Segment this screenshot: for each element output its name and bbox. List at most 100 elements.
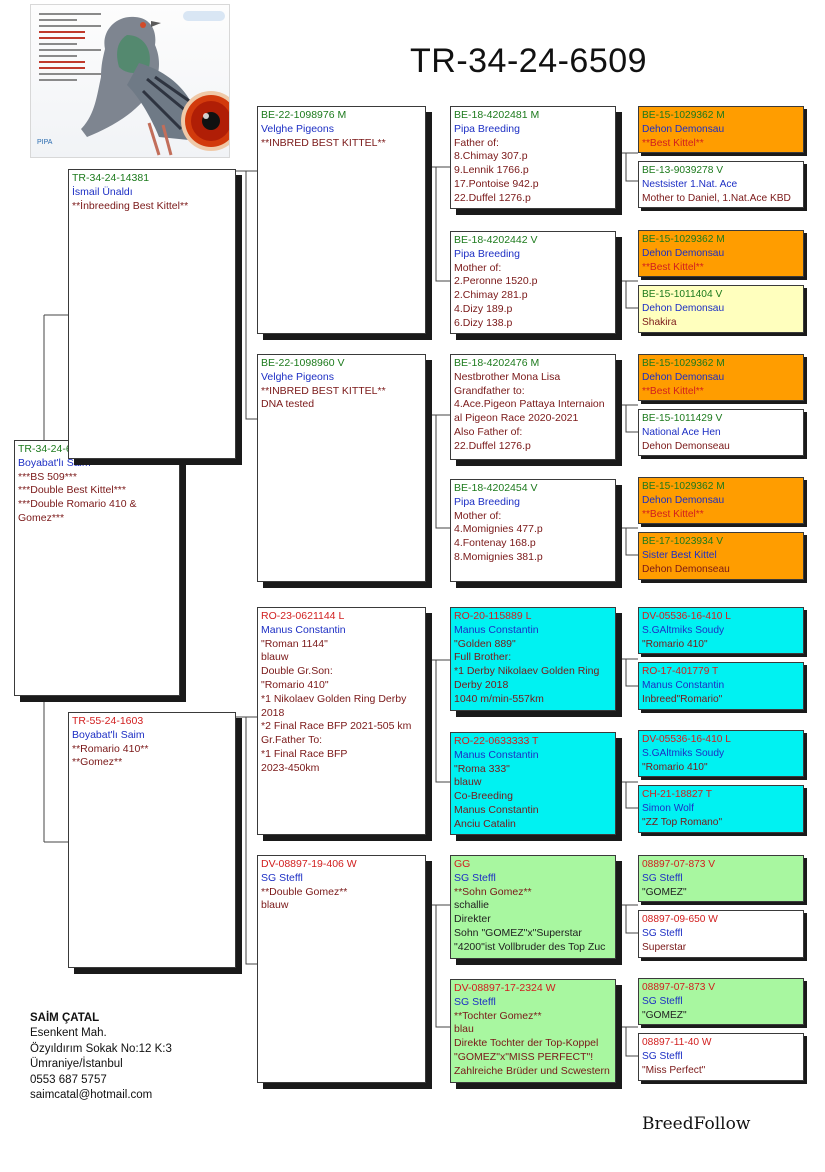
- address-line: Ümraniye/İstanbul: [30, 1058, 123, 1071]
- g5-card-11[interactable]: DV-05536-16-410 L S.GAltmiks Soudy "Roma…: [638, 730, 804, 777]
- note-line: **Best Kittel**: [642, 508, 704, 520]
- note-line: ***BS 509***: [18, 470, 77, 483]
- sds-card[interactable]: BE-18-4202476 M Nestbrother Mona Lisa Gr…: [450, 354, 616, 460]
- breeder: Manus Constantin: [261, 623, 346, 636]
- note-line: blauw: [454, 776, 482, 789]
- ring-number: TR-55-24-1603: [72, 715, 144, 727]
- note-line: Dehon Demonseau: [642, 563, 730, 575]
- breeder: Dehon Demonsau: [642, 123, 725, 135]
- note-line: Dehon Demonseau: [642, 440, 730, 452]
- note-line: Also Father of:: [454, 425, 523, 438]
- photo-logo: [183, 11, 225, 21]
- ring-number: BE-18-4202481 M: [454, 109, 540, 121]
- ring-number: BE-15-1029362 M: [642, 234, 725, 245]
- note-line: 8.Chimay 307.p: [454, 150, 528, 163]
- note-line: Manus Constantin: [454, 803, 539, 816]
- note-line: ***Double Best Kittel***: [18, 484, 126, 497]
- g5-card-3[interactable]: BE-15-1029362 M Dehon Demonsau **Best Ki…: [638, 230, 804, 277]
- breeder: SG Steffl: [454, 995, 496, 1008]
- note-line: Father of:: [454, 136, 499, 149]
- note-line: Superstar: [642, 941, 687, 953]
- g5-card-1[interactable]: BE-15-1029362 M Dehon Demonsau **Best Ki…: [638, 106, 804, 153]
- breeder: Boyabat'lı Saim: [18, 456, 91, 469]
- note-line: 4.Ace.Pigeon Pattaya Internaion al Pigeo…: [454, 398, 605, 425]
- note-line: 6.Dizy 138.p: [454, 316, 513, 329]
- g5-card-10[interactable]: RO-17-401779 T Manus Constantin Inbreed"…: [638, 662, 804, 710]
- breeder: SG Steffl: [642, 995, 683, 1007]
- note-line: 2.Chimay 281.p: [454, 289, 528, 302]
- note-line: *1 Final Race BFP: [261, 747, 348, 760]
- g5-card-16[interactable]: 08897-11-40 W SG Steffl "Miss Perfect": [638, 1033, 804, 1081]
- breeder: SG Steffl: [642, 872, 683, 884]
- dam-sire-card[interactable]: RO-23-0621144 L Manus Constantin "Roman …: [257, 607, 426, 835]
- ring-number: 08897-07-873 V: [642, 859, 716, 870]
- breeder: Manus Constantin: [642, 679, 725, 691]
- dsd-card[interactable]: RO-22-0633333 T Manus Constantin "Roma 3…: [450, 732, 616, 835]
- note-line: blauw: [261, 899, 289, 912]
- breeder: Manus Constantin: [454, 623, 539, 636]
- email-address[interactable]: saimcatal@hotmail.com: [30, 1089, 153, 1102]
- g5-card-9[interactable]: DV-05536-16-410 L S.GAltmiks Soudy "Roma…: [638, 607, 804, 654]
- subject-card[interactable]: TR-34-24-6509 Boyabat'lı Saim ***BS 509*…: [14, 440, 180, 696]
- note-line: Direkte Tochter der Top-Koppel: [454, 1037, 599, 1050]
- note-line: blauw: [261, 651, 289, 664]
- note-line: **Sohn Gomez**: [454, 885, 532, 898]
- sss-card[interactable]: BE-18-4202481 M Pipa Breeding Father of:…: [450, 106, 616, 209]
- note-line: **INBRED BEST KITTEL**: [261, 384, 386, 397]
- note-line: "GOMEZ"x"MISS PERFECT"!: [454, 1050, 594, 1063]
- g5-card-2[interactable]: BE-13-9039278 V Nestsister 1.Nat. Ace Mo…: [638, 161, 804, 208]
- breeder: Dehon Demonsau: [642, 371, 725, 383]
- ring-number: BE-18-4202442 V: [454, 234, 538, 246]
- note-line: **Tochter Gomez**: [454, 1009, 542, 1022]
- note-line: Mother of:: [454, 261, 502, 274]
- dam-card[interactable]: TR-55-24-1603 Boyabat'lı Saim **Romario …: [68, 712, 236, 968]
- note-line: 8.Momignies 381.p: [454, 550, 543, 563]
- g5-card-6[interactable]: BE-15-1011429 V National Ace Hen Dehon D…: [638, 409, 804, 456]
- note-line: **Double Gomez**: [261, 885, 348, 898]
- ring-number: 08897-09-650 W: [642, 914, 718, 925]
- note-line: **Best Kittel**: [642, 261, 704, 273]
- note-line: *1 Nikolaev Golden Ring Derby 2018: [261, 692, 407, 719]
- breeder: Dehon Demonsau: [642, 494, 725, 506]
- ring-number: BE-17-1023934 V: [642, 536, 723, 547]
- g5-card-13[interactable]: 08897-07-873 V SG Steffl "GOMEZ": [638, 855, 804, 902]
- ring-number: BE-18-4202454 V: [454, 482, 538, 494]
- g5-card-7[interactable]: BE-15-1029362 M Dehon Demonsau **Best Ki…: [638, 477, 804, 524]
- ring-number: RO-22-0633333 T: [454, 735, 539, 747]
- g5-card-5[interactable]: BE-15-1029362 M Dehon Demonsau **Best Ki…: [638, 354, 804, 401]
- g5-card-15[interactable]: 08897-07-873 V SG Steffl "GOMEZ": [638, 978, 804, 1025]
- note-line: 9.Lennik 1766.p: [454, 164, 529, 177]
- ring-number: BE-22-1098960 V: [261, 357, 345, 369]
- note-line: "Miss Perfect": [642, 1064, 706, 1076]
- g5-card-12[interactable]: CH-21-18827 T Simon Wolf "ZZ Top Romano": [638, 785, 804, 833]
- note-line: Mother to Daniel, 1.Nat.Ace KBD: [642, 192, 791, 204]
- ring-number: BE-22-1098976 M: [261, 109, 347, 121]
- note-line: **Best Kittel**: [642, 385, 704, 397]
- owner-contact: SAİM ÇATAL Esenkent Mah. Özyıldırım Soka…: [30, 1011, 172, 1103]
- address-line: Esenkent Mah.: [30, 1027, 107, 1040]
- dds-card[interactable]: GG SG Steffl **Sohn Gomez** schallie Dir…: [450, 855, 616, 959]
- dss-card[interactable]: RO-20-115889 L Manus Constantin "Golden …: [450, 607, 616, 711]
- note-line: Shakira: [642, 316, 677, 328]
- sdd-card[interactable]: BE-18-4202454 V Pipa Breeding Mother of:…: [450, 479, 616, 582]
- breeder: SG Steffl: [454, 871, 496, 884]
- breeder: Manus Constantin: [454, 748, 539, 761]
- g5-card-4[interactable]: BE-15-1011404 V Dehon Demonsau Shakira: [638, 285, 804, 333]
- note-line: schallie: [454, 899, 490, 912]
- pedigree-title: TR-34-24-6509: [410, 42, 648, 80]
- sire-card[interactable]: TR-34-24-14381 İsmail Ünaldı **İnbreedin…: [68, 169, 236, 459]
- sire-dam-card[interactable]: BE-22-1098960 V Velghe Pigeons **INBRED …: [257, 354, 426, 582]
- g5-card-14[interactable]: 08897-09-650 W SG Steffl Superstar: [638, 910, 804, 958]
- ssd-card[interactable]: BE-18-4202442 V Pipa Breeding Mother of:…: [450, 231, 616, 334]
- note-line: "4200"ist Vollbruder des Top Zuc: [454, 940, 606, 953]
- ddd-card[interactable]: DV-08897-17-2324 W SG Steffl **Tochter G…: [450, 979, 616, 1083]
- ring-number: DV-05536-16-410 L: [642, 734, 731, 745]
- dam-dam-card[interactable]: DV-08897-19-406 W SG Steffl **Double Gom…: [257, 855, 426, 1083]
- note-line: blau: [454, 1023, 474, 1036]
- breeder: SG Steffl: [642, 1050, 683, 1062]
- ring-number: TR-34-24-14381: [72, 172, 150, 184]
- sire-sire-card[interactable]: BE-22-1098976 M Velghe Pigeons **INBRED …: [257, 106, 426, 334]
- g5-card-8[interactable]: BE-17-1023934 V Sister Best Kittel Dehon…: [638, 532, 804, 580]
- photo-watermark: PIPA: [37, 139, 53, 146]
- breeder: Dehon Demonsau: [642, 302, 725, 314]
